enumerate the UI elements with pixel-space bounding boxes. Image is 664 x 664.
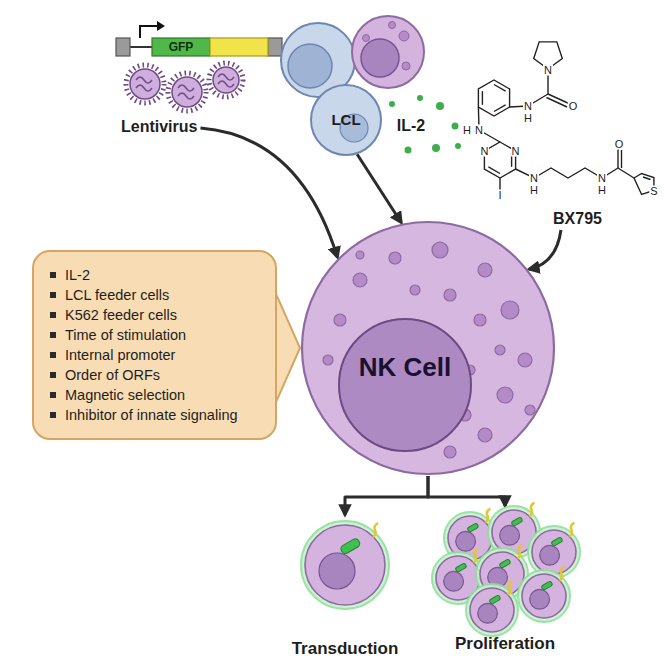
bullet-square — [50, 372, 56, 378]
lentiviral-vector — [116, 21, 282, 56]
arrow-connector — [200, 128, 337, 257]
bullet-text: Inhibitor of innate signaling — [65, 405, 238, 425]
cell-label: LCL — [310, 110, 382, 130]
atom-label: H — [597, 185, 607, 196]
arrow-connector — [529, 230, 561, 269]
bullet-square — [50, 412, 56, 418]
atom-label: N — [474, 125, 484, 136]
bullet-row: Order of ORFs — [50, 365, 261, 385]
atom-label: N — [511, 146, 521, 157]
gene-label: GFP — [169, 41, 194, 53]
nk-cell: NK Cell — [300, 220, 556, 476]
bullet-text: K562 feeder cells — [65, 305, 177, 325]
node-title: Lentivirus — [121, 117, 197, 137]
atom-label: H — [523, 113, 533, 124]
condition-callout: IL-2LCL feeder cellsK562 feeder cellsTim… — [32, 250, 277, 440]
bx795-structure — [478, 42, 654, 195]
bullet-square — [50, 312, 56, 318]
cell-label: NK Cell — [355, 353, 455, 382]
cytokine-label: IL-2 — [397, 118, 425, 134]
node-shape — [300, 220, 556, 476]
outcome-label: Transduction — [285, 639, 405, 659]
bullet-row: K562 feeder cells — [50, 305, 261, 325]
atom-label: O — [568, 101, 579, 112]
bullet-square — [50, 352, 56, 358]
node-title: BX795 — [553, 209, 602, 229]
bullet-text: Internal promoter — [65, 345, 175, 365]
atom-label: N — [529, 173, 539, 184]
atom-label: N — [543, 65, 553, 76]
atom-label: N — [523, 101, 533, 112]
bullet-row: LCL feeder cells — [50, 285, 261, 305]
bullet-square — [50, 392, 56, 398]
atom-label: S — [649, 186, 658, 197]
bullet-row: Internal promoter — [50, 345, 261, 365]
arrow-connector — [428, 476, 505, 506]
callout-arrow-fill — [274, 293, 300, 403]
virus-label: Lentivirus — [118, 116, 200, 138]
atom-label: N — [479, 146, 489, 157]
atom-label: N — [597, 173, 607, 184]
atom-label: O — [614, 139, 625, 150]
outcome-label: Proliferation — [430, 634, 580, 654]
callout-arrow — [274, 293, 300, 403]
bullet-square — [50, 272, 56, 278]
bullet-square — [50, 332, 56, 338]
bullet-text: Magnetic selection — [65, 385, 185, 405]
bullet-text: Time of stimulation — [65, 325, 186, 345]
arrow-connector — [345, 476, 428, 515]
bullet-row: IL-2 — [50, 265, 261, 285]
bullet-text: LCL feeder cells — [65, 285, 169, 305]
lcl-cell: LCL — [310, 84, 382, 156]
atom-label: I — [497, 190, 502, 201]
proliferating-cells: Proliferation — [430, 506, 580, 660]
arrow-connector — [357, 154, 401, 223]
bullet-text: IL-2 — [65, 265, 90, 285]
bullet-text: Order of ORFs — [65, 365, 160, 385]
bullet-square — [50, 292, 56, 298]
atom-label: H — [529, 185, 539, 196]
atom-label: H — [462, 125, 472, 136]
il2-dots — [389, 95, 461, 154]
bullet-row: Magnetic selection — [50, 385, 261, 405]
transduced-cell: Transduction — [285, 515, 405, 663]
drug-label: BX795 — [550, 208, 605, 230]
callout-arrow-outline — [276, 294, 300, 402]
bullet-row: Time of stimulation — [50, 325, 261, 345]
bullet-row: Inhibitor of innate signaling — [50, 405, 261, 425]
virus-particles — [126, 63, 243, 111]
